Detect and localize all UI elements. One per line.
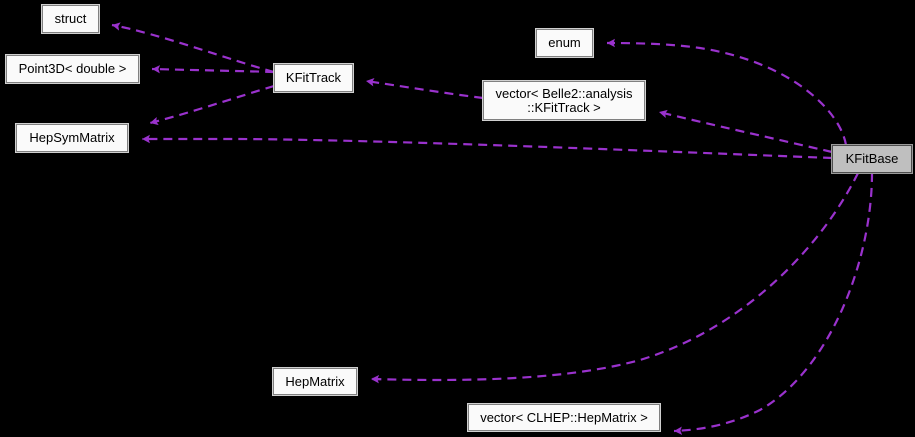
- node-enum[interactable]: enum: [535, 28, 594, 58]
- edge-kfittrack-to-hepsymmatrix: [149, 84, 275, 126]
- edge-kfitbase-to-vec-kfittrack: [658, 109, 833, 154]
- edge-kfittrack-to-struct: [111, 22, 275, 74]
- node-label-kfitbase: KFitBase: [845, 151, 899, 166]
- node-label-kfittrack: KFitTrack: [285, 70, 342, 85]
- node-struct[interactable]: struct: [41, 4, 100, 34]
- edge-kfitbase-to-hepmatrix: [370, 172, 859, 384]
- edge-kfitbase-to-vec-hepmatrix: [673, 172, 874, 435]
- edge-kfitbase-to-hepsymmatrix: [142, 134, 833, 160]
- node-hepmatrix[interactable]: HepMatrix: [272, 367, 358, 396]
- edge-kfitbase-to-enum: [606, 38, 848, 146]
- node-label-vec_hepmatrix: vector< CLHEP::HepMatrix >: [480, 409, 648, 425]
- node-kfittrack[interactable]: KFitTrack: [273, 63, 354, 93]
- node-point3d[interactable]: Point3D< double >: [5, 54, 140, 84]
- node-label-vec_kfittrack: vector< Belle2::analysis ::KFitTrack >: [495, 85, 633, 115]
- edge-vec-to-kfittrack: [365, 78, 484, 100]
- node-label-hepsymmatrix: HepSymMatrix: [29, 130, 115, 145]
- node-label-point3d: Point3D< double >: [18, 61, 127, 76]
- node-vec_hepmatrix[interactable]: vector< CLHEP::HepMatrix >: [467, 403, 661, 432]
- node-label-hepmatrix: HepMatrix: [285, 373, 345, 389]
- node-hepsymmatrix[interactable]: HepSymMatrix: [15, 123, 129, 153]
- edge-kfittrack-to-point3d: [151, 65, 275, 74]
- node-vec_kfittrack[interactable]: vector< Belle2::analysis ::KFitTrack >: [482, 80, 646, 121]
- node-label-enum: enum: [548, 35, 581, 50]
- node-kfitbase[interactable]: KFitBase: [831, 144, 913, 174]
- node-label-struct: struct: [54, 11, 87, 26]
